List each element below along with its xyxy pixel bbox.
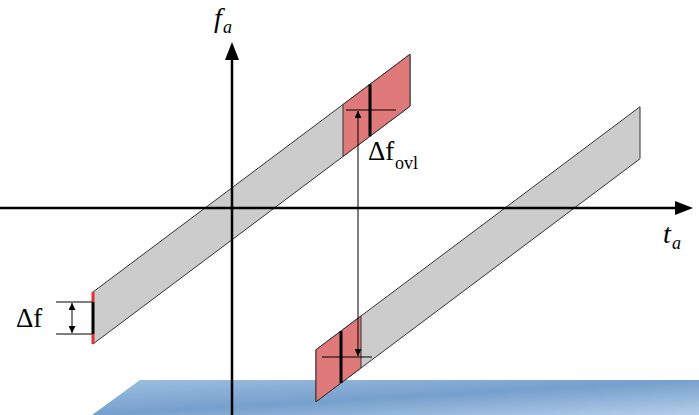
dimension-tick bbox=[56, 302, 92, 303]
swath-band bbox=[93, 54, 410, 344]
swath-band bbox=[316, 107, 640, 402]
overlap-region bbox=[316, 316, 361, 402]
axis-arrowhead bbox=[225, 42, 239, 60]
axis-label: t bbox=[663, 220, 671, 248]
dimension-label: Δf bbox=[368, 138, 394, 165]
axis-label: f bbox=[214, 4, 222, 32]
dimension-label: Δf bbox=[16, 305, 42, 332]
dimension-arrow bbox=[72, 303, 73, 333]
dimension-subscript: ovl bbox=[395, 154, 418, 172]
axis-arrowhead bbox=[675, 201, 693, 215]
edge-red bbox=[92, 334, 95, 344]
axis-subscript: a bbox=[672, 234, 681, 252]
horizontal-axis bbox=[0, 207, 678, 210]
edge-red bbox=[92, 292, 95, 302]
dimension-arrow bbox=[358, 111, 359, 356]
axis-subscript: a bbox=[223, 18, 232, 36]
dimension-tick bbox=[322, 357, 372, 358]
dimension-tick bbox=[346, 110, 396, 111]
vertical-axis bbox=[231, 56, 234, 415]
background-strip bbox=[92, 380, 699, 415]
edge-black bbox=[92, 302, 95, 334]
dimension-tick bbox=[56, 334, 92, 335]
